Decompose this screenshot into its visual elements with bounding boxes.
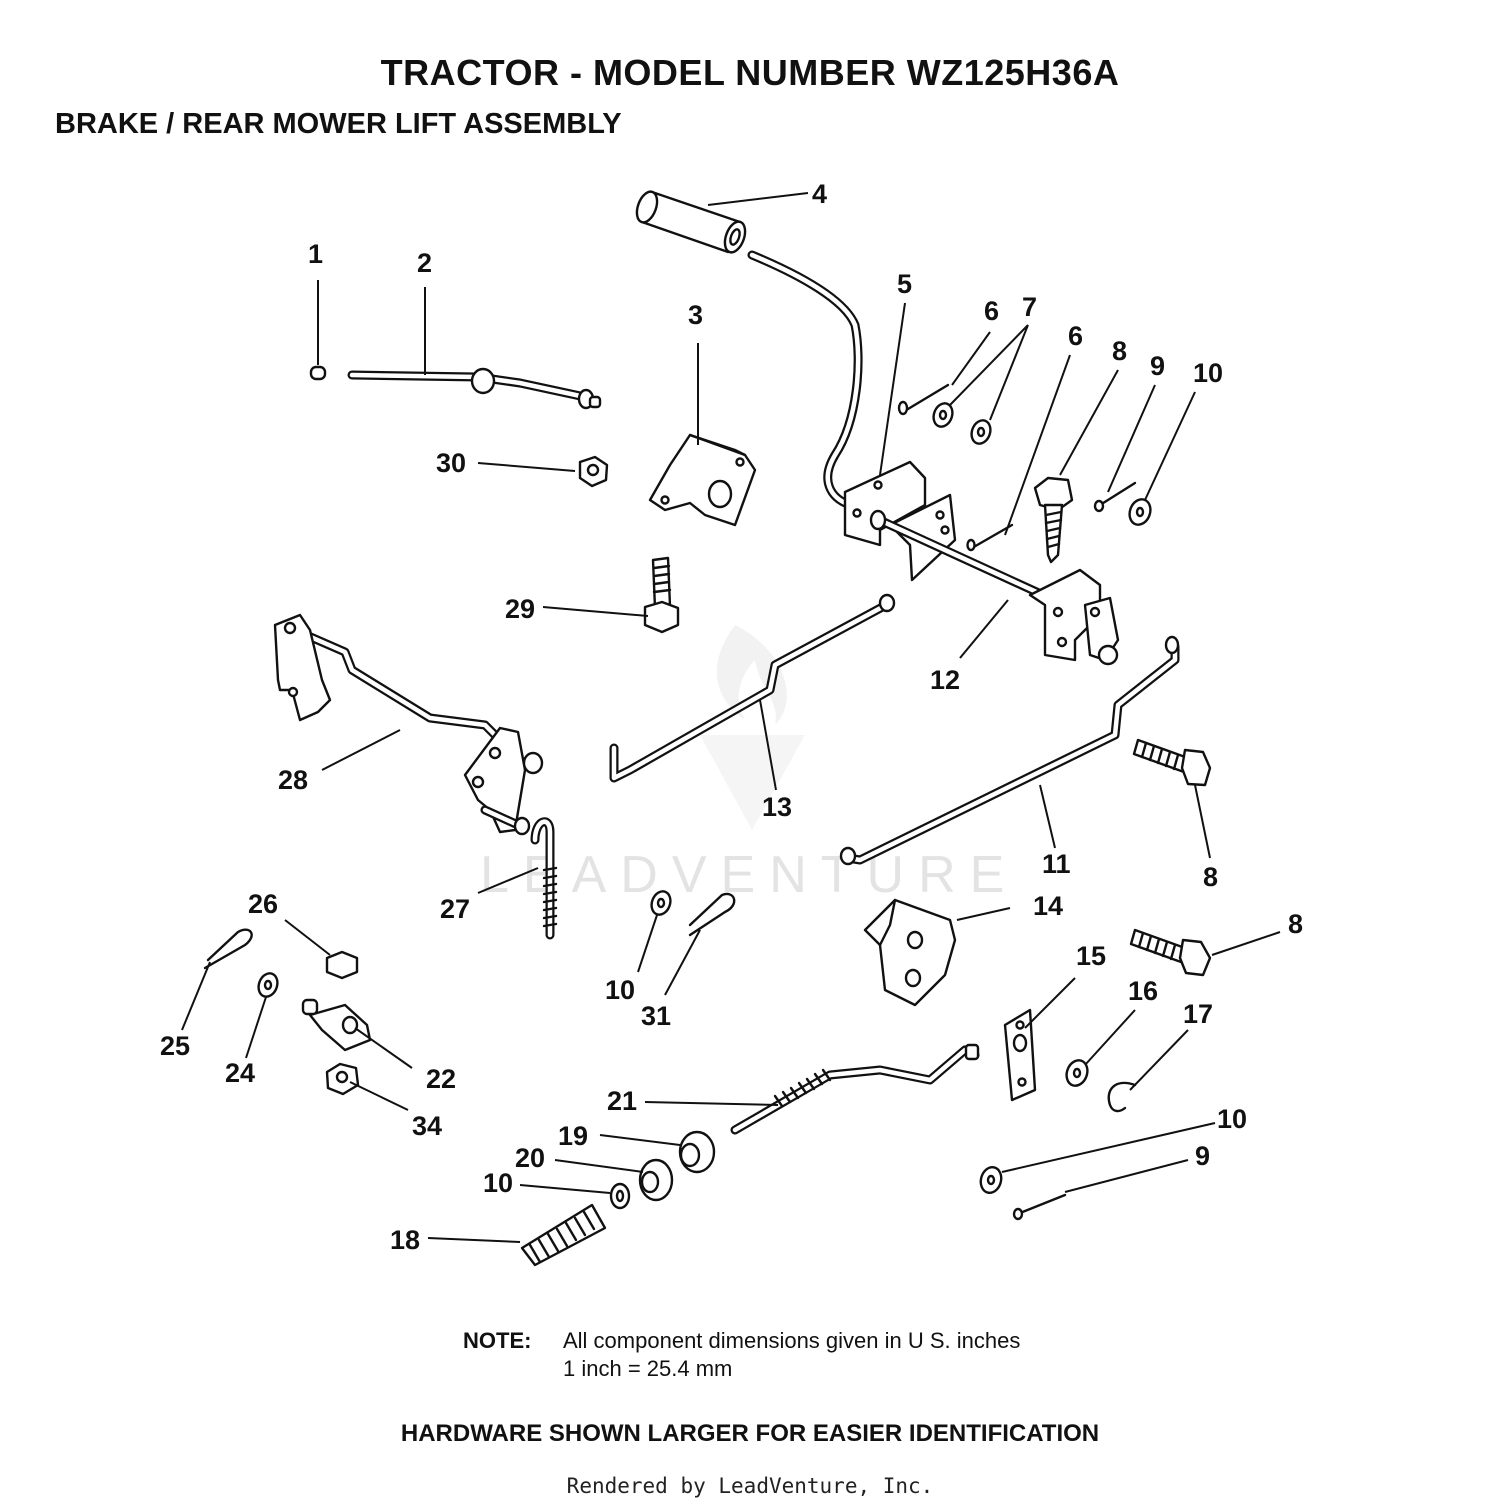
callout-16: 16 <box>1128 976 1158 1006</box>
callout-labels: 1 2 3 4 5 6 7 6 8 9 10 30 29 12 28 13 11… <box>160 179 1303 1255</box>
callout-20: 20 <box>515 1143 545 1173</box>
part-14-bracket <box>863 898 957 1007</box>
part-10-washer-upper <box>1128 498 1152 526</box>
callout-19: 19 <box>558 1121 588 1151</box>
callout-17: 17 <box>1183 999 1213 1029</box>
callout-13: 13 <box>762 792 792 822</box>
part-10-washer-lower-right <box>979 1165 1003 1195</box>
callout-30: 30 <box>436 448 466 478</box>
part-6-cotter-pin-upper <box>897 383 950 416</box>
part-7-washer-b <box>970 419 992 445</box>
part-8-bolt-middle <box>1132 738 1212 787</box>
part-9-cotter-pin-upper <box>1093 481 1137 513</box>
callout-10-lower-left: 10 <box>483 1168 513 1198</box>
leader-lines <box>181 192 1281 1243</box>
part-27-hook-rod <box>530 817 558 940</box>
note-line-1: All component dimensions given in U S. i… <box>563 1328 1021 1353</box>
callout-34: 34 <box>412 1111 442 1141</box>
callout-12: 12 <box>930 665 960 695</box>
part-19-nut <box>678 1130 716 1174</box>
callout-9-lower: 9 <box>1195 1141 1210 1171</box>
diagram-subtitle: BRAKE / REAR MOWER LIFT ASSEMBLY <box>55 108 622 140</box>
callout-6-second: 6 <box>1068 321 1083 351</box>
callout-15: 15 <box>1076 941 1106 971</box>
part-25-hair-pin <box>203 928 253 970</box>
part-34-lock-nut <box>325 1062 360 1096</box>
part-4-handle-grip <box>635 190 747 254</box>
part-28-lift-shaft <box>273 613 544 836</box>
callout-26: 26 <box>248 889 278 919</box>
part-16-washer <box>1065 1059 1089 1087</box>
callout-4: 4 <box>812 179 827 209</box>
callout-22: 22 <box>426 1064 456 1094</box>
callout-21: 21 <box>607 1086 637 1116</box>
part-9-cotter-pin-lower <box>1012 1193 1067 1221</box>
callout-24: 24 <box>225 1058 255 1088</box>
part-13-rod <box>609 593 896 783</box>
part-8-bolt-upper <box>1033 476 1074 564</box>
part-10-washer-middle <box>650 890 672 916</box>
callout-8-lower: 8 <box>1288 909 1303 939</box>
part-8-bolt-lower <box>1129 928 1212 977</box>
part-2-brake-rod <box>347 367 602 410</box>
diagram-title: TRACTOR - MODEL NUMBER WZ125H36A <box>380 52 1120 93</box>
part-12-cross-shaft <box>869 509 1120 666</box>
part-1-pin <box>309 365 327 381</box>
part-5-lift-lever <box>747 250 957 582</box>
render-credit: Rendered by LeadVenture, Inc. <box>566 1474 934 1498</box>
note-line-2: 1 inch = 25.4 mm <box>563 1356 733 1381</box>
callout-10-middle: 10 <box>605 975 635 1005</box>
callout-9: 9 <box>1150 351 1165 381</box>
part-31-hair-pin <box>688 892 736 937</box>
watermark-text: LEADVENTURE <box>480 846 1018 904</box>
callout-8: 8 <box>1112 336 1127 366</box>
callout-5: 5 <box>897 269 912 299</box>
part-10-washer-lower-left <box>609 1182 631 1210</box>
part-22-trunnion <box>301 998 372 1052</box>
part-29-bolt <box>643 556 680 634</box>
note-text: All component dimensions given in U S. i… <box>563 1327 1020 1383</box>
callout-6: 6 <box>984 296 999 326</box>
part-26-nut <box>325 950 359 980</box>
part-17-e-clip <box>1107 1081 1137 1113</box>
part-11-rod <box>839 635 1180 866</box>
callout-27: 27 <box>440 894 470 924</box>
callout-29: 29 <box>505 594 535 624</box>
part-15-plate <box>1003 1008 1037 1102</box>
callout-28: 28 <box>278 765 308 795</box>
part-18-spring <box>520 1203 607 1267</box>
callout-11: 11 <box>1042 849 1071 879</box>
hardware-notice: HARDWARE SHOWN LARGER FOR EASIER IDENTIF… <box>400 1420 1100 1447</box>
callout-31: 31 <box>641 1001 671 1031</box>
part-7-washer-a <box>932 402 954 428</box>
callout-8-middle: 8 <box>1203 862 1218 892</box>
part-30-hex-nut <box>578 455 609 488</box>
callout-1: 1 <box>308 239 323 269</box>
part-3-bracket <box>648 433 757 527</box>
part-20-nut <box>638 1158 674 1202</box>
callout-7: 7 <box>1022 292 1037 322</box>
callout-10-lower-right: 10 <box>1217 1104 1247 1134</box>
dimension-note: NOTE: All component dimensions given in U… <box>463 1327 1020 1383</box>
part-6-cotter-pin-lower <box>966 523 1014 552</box>
callout-25: 25 <box>160 1031 190 1061</box>
part-24-washer <box>257 972 279 998</box>
part-21-threaded-rod <box>730 1043 980 1135</box>
callout-10: 10 <box>1193 358 1223 388</box>
leadventure-watermark-logo <box>700 625 805 830</box>
note-label: NOTE: <box>463 1328 532 1353</box>
callout-3: 3 <box>688 300 703 330</box>
callout-14: 14 <box>1033 891 1063 921</box>
callout-18: 18 <box>390 1225 420 1255</box>
callout-2: 2 <box>417 248 432 278</box>
